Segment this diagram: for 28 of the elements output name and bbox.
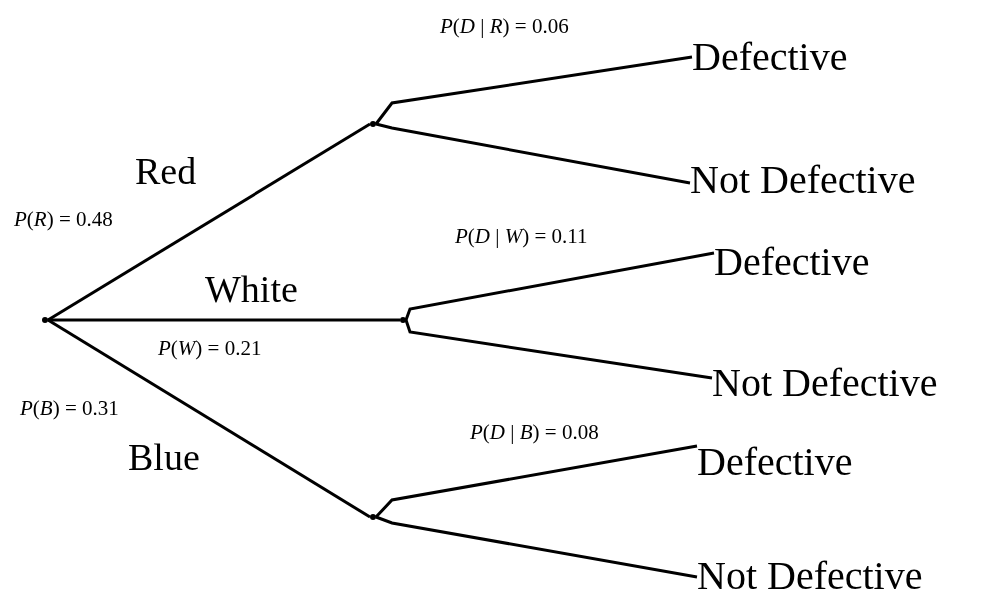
outcome-text: Defective	[697, 439, 853, 485]
branch-line	[374, 55, 693, 125]
probability-label: P(W) = 0.21	[158, 336, 262, 360]
probability-label: P(R) = 0.48	[14, 207, 113, 231]
branch-line	[374, 444, 698, 519]
branch-line	[375, 122, 691, 185]
branch-line	[48, 318, 400, 322]
outcome-text: Not Defective	[697, 553, 923, 597]
branch-line	[375, 515, 698, 579]
probability-label: P(B) = 0.31	[20, 396, 119, 420]
outcome-text: Defective	[714, 239, 870, 285]
branch-line	[404, 251, 715, 321]
branch-label: Red	[135, 150, 197, 192]
branch-line	[404, 319, 713, 380]
branch-label: Blue	[128, 436, 200, 478]
outcome-text: Not Defective	[712, 360, 938, 406]
probability-label: P(D | R) = 0.06	[440, 14, 569, 38]
outcome-text: Defective	[692, 34, 848, 80]
branch-line	[47, 318, 371, 519]
branch-point	[370, 121, 376, 127]
branch-point	[42, 317, 48, 323]
probability-label: P(D | W) = 0.11	[455, 224, 588, 248]
branch-line	[47, 122, 371, 322]
probability-label: P(D | B) = 0.08	[470, 420, 599, 444]
branch-point	[370, 514, 376, 520]
branch-label: White	[205, 268, 298, 310]
outcome-text: Not Defective	[690, 157, 916, 203]
branch-point	[400, 317, 406, 323]
